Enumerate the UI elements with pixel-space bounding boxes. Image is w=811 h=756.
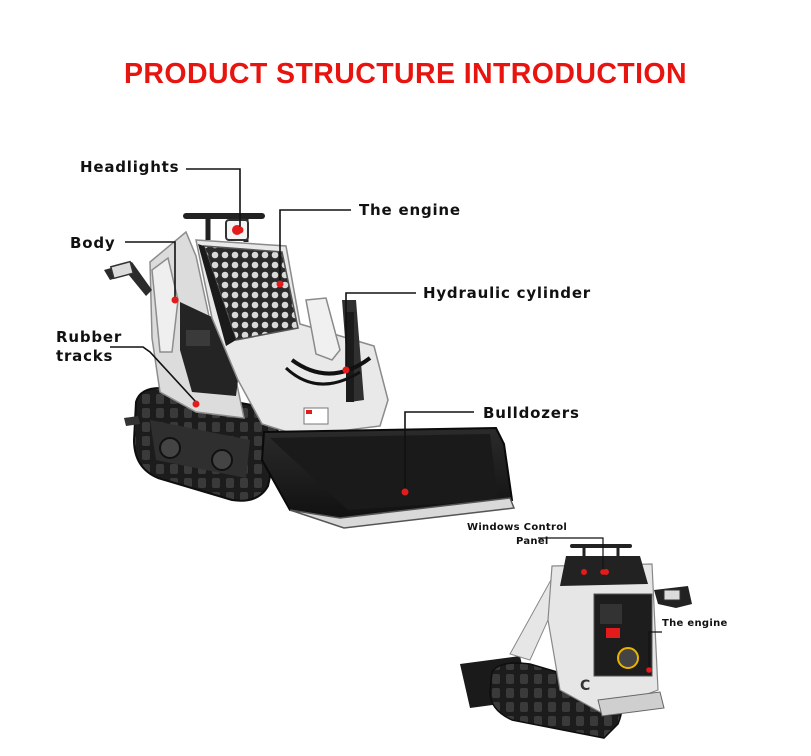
rear-view-loader: C bbox=[460, 544, 692, 739]
rear-plate-letter: C bbox=[580, 678, 590, 694]
label-hydraulic-cylinder: Hydraulic cylinder bbox=[423, 284, 592, 302]
label-bulldozers: Bulldozers bbox=[483, 404, 580, 422]
rear-pointer-lines bbox=[538, 537, 662, 668]
label-rubber-tracks: Rubber tracks bbox=[56, 328, 122, 366]
label-headlights: Headlights bbox=[80, 158, 180, 176]
label-rear-engine: The engine bbox=[662, 618, 728, 629]
label-control-panel: Windows Control Panel bbox=[467, 521, 567, 548]
label-control-panel-line1: Windows Control bbox=[467, 522, 568, 533]
pointer-dots bbox=[171, 226, 409, 496]
rear-pointer-dots bbox=[600, 569, 652, 673]
label-rubber-tracks-line2: tracks bbox=[56, 346, 114, 365]
bulldozer-bucket bbox=[260, 426, 516, 529]
pointer-lines bbox=[110, 168, 474, 490]
page-title: PRODUCT STRUCTURE INTRODUCTION bbox=[124, 58, 687, 90]
label-body: Body bbox=[70, 234, 116, 252]
label-engine: The engine bbox=[359, 201, 461, 219]
label-rubber-tracks-line1: Rubber bbox=[56, 328, 123, 346]
label-control-panel-line2: Panel bbox=[516, 535, 549, 547]
main-loader bbox=[104, 213, 516, 529]
